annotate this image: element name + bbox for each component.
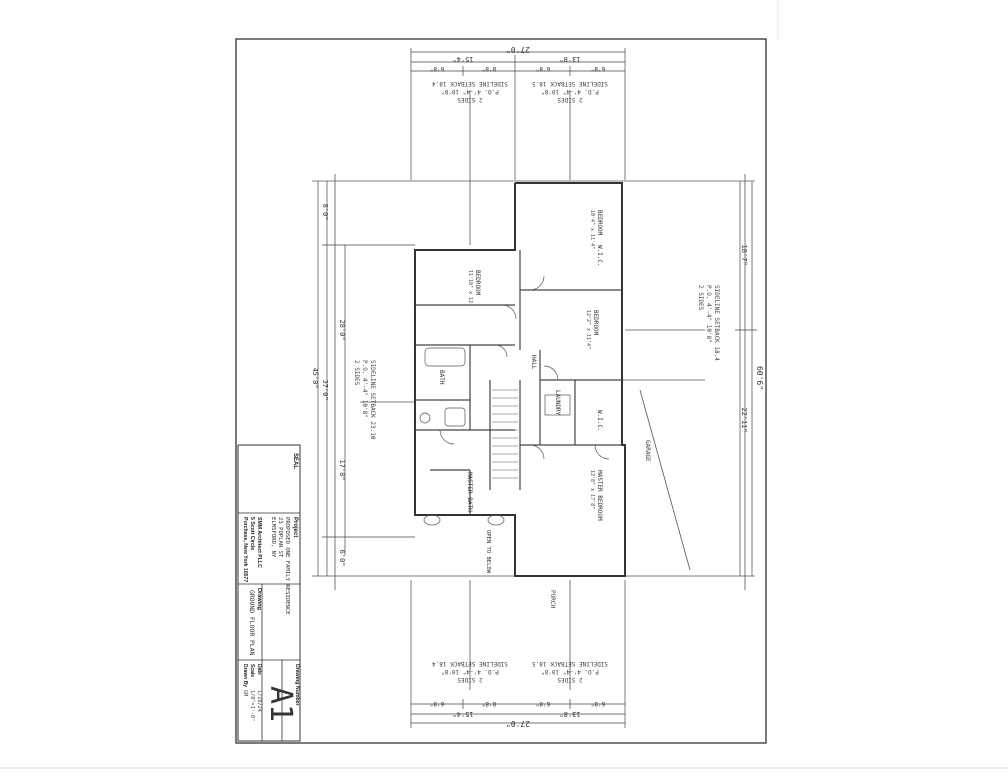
scale-label: Scale: [249, 664, 255, 677]
room-name-2: BEDROOM: [596, 210, 603, 236]
architect-line-3: Purchase, New York 10577: [242, 517, 248, 582]
room-name-4: MASTER BEDROOM: [596, 470, 603, 521]
room-name-3: BEDROOM: [592, 310, 599, 336]
project-line-2: 23 POPLAR ST: [277, 517, 283, 558]
note-top-right-1: SIDELINE SETBACK 18.5: [532, 80, 608, 87]
dim-left-seg-2: 28'0": [338, 319, 346, 340]
drawing-number-label: Drawing Number: [294, 664, 300, 706]
dim-top-right: 13'8": [559, 55, 580, 63]
drawn-by-label: Drawn By: [242, 664, 248, 687]
room-name-10: HALL: [530, 355, 537, 370]
dim-right-seg-1: 18'7": [740, 244, 748, 265]
room-size-4: 12'8" x 17'8": [589, 470, 595, 509]
project-line-1: PROPOSED ONE FAMILY RESIDENCE: [284, 517, 290, 615]
room-name-8: W.I.C.: [596, 410, 603, 432]
room-name-7: LAUNDRY: [554, 390, 561, 416]
room-size-1: 11'10" x 12': [467, 270, 473, 306]
note-top-left-2: P.O. 4'-4" 10'8": [441, 88, 499, 95]
dim-right-overall: 60'6": [755, 366, 764, 390]
dim-top-left: 15'4": [452, 55, 473, 63]
date-label: Date: [256, 664, 262, 675]
room-size-3: 12'2" x 11'4": [585, 310, 591, 349]
dim-top-sub-2: 8'8": [482, 65, 496, 72]
note-left-2: P.O. 4'-4" 10'8": [361, 360, 368, 418]
note-bottom-right-3: 2 SIDES: [557, 676, 583, 683]
drawing-name: GROUND FLOOR PLAN: [248, 590, 256, 656]
note-bottom-left-1: SIDELINE SETBACK 18.4: [432, 660, 508, 667]
fixtures: [419, 347, 571, 526]
room-name-1: BEDROOM: [474, 270, 481, 296]
dim-left-seg-5: 6'0": [338, 550, 346, 567]
note-top-left-3: 2 SIDES: [457, 96, 483, 103]
scale-value: 1/8"=1'-0": [249, 690, 255, 721]
porch-label: PORCH: [549, 590, 556, 608]
room-name-11: OPEN TO BELOW: [485, 530, 491, 574]
right-dimensions: [735, 181, 757, 576]
drawing-number: A1: [263, 686, 298, 722]
property-lines: [312, 90, 755, 690]
note-bottom-left-3: 2 SIDES: [457, 676, 483, 683]
interior-walls: [415, 250, 622, 515]
date-value: 1/10/24: [256, 690, 262, 712]
note-right-2: P.O. 4'-4" 10'8": [705, 285, 712, 343]
setback-notes: SIDELINE SETBACK 18.4 P.O. 4'-4" 10'8" 2…: [353, 80, 720, 683]
dim-left-seg-3: 37'0": [321, 379, 329, 400]
drawn-by-value: GM: [242, 690, 248, 696]
note-right-3: 2 SIDES: [697, 285, 704, 311]
room-size-2: 10'4" x 11'4": [589, 210, 595, 249]
dim-left-overall: 45'0": [311, 367, 319, 388]
room-labels: BEDROOM 11'10" x 12' BEDROOM 10'4" x 11'…: [438, 210, 603, 574]
dim-bottom-sub-4: 6'8": [591, 700, 605, 707]
dim-left-seg-4: 17'8": [338, 459, 346, 480]
note-bottom-left-2: P.O. 4'-4" 10'8": [441, 668, 499, 675]
title-block: SEAL Project PROPOSED ONE FAMILY RESIDEN…: [237, 444, 301, 742]
dim-top-sub-3: 6'8": [536, 65, 550, 72]
note-top-right-2: P.O. 4'-4" 10'8": [541, 88, 599, 95]
note-left-3: 2 SIDES: [353, 360, 360, 386]
building-outline: [414, 182, 626, 577]
note-right-1: SIDELINE SETBACK 18.4: [713, 285, 720, 361]
dim-right-seg-2: 22'11": [740, 407, 748, 432]
architect-line-1: SMM Architect PLLC: [256, 517, 262, 568]
dim-top-sub-1: 6'8": [430, 65, 444, 72]
dim-left-seg-1: 8'0": [321, 204, 329, 221]
left-dimensions: [317, 181, 415, 576]
seal-label: SEAL: [292, 453, 298, 469]
dim-bottom-sub-1: 6'8": [430, 700, 444, 707]
dim-top-sub-4: 6'8": [591, 65, 605, 72]
dim-top-overall: 27'0": [506, 45, 530, 54]
note-top-left-1: SIDELINE SETBACK 18.4: [432, 80, 508, 87]
room-name-5: MASTER BATH: [466, 472, 473, 512]
project-line-3: ELMSFORD, NY: [270, 517, 276, 558]
stair: [492, 389, 518, 479]
note-top-right-3: 2 SIDES: [557, 96, 583, 103]
bottom-dimensions: [410, 580, 626, 728]
note-left-1: SIDELINE SETBACK 23.10: [369, 360, 376, 440]
room-name-9: W.I.C.: [596, 245, 603, 267]
note-bottom-right-1: SIDELINE SETBACK 18.5: [532, 660, 608, 667]
architect-line-2: 5 Scott Circle: [249, 517, 255, 550]
dim-bottom-overall: 27'0": [506, 719, 530, 728]
room-name-6: BATH: [438, 370, 445, 385]
dim-bottom-left: 15'4": [452, 710, 473, 718]
sheet-border: [235, 38, 767, 744]
note-bottom-right-2: P.O. 4'-4" 10'8": [541, 668, 599, 675]
door-swings: [439, 275, 610, 460]
top-dimensions: [410, 48, 626, 180]
drawing-label: Drawing: [256, 588, 262, 611]
dim-bottom-right: 13'8": [559, 710, 580, 718]
dim-bottom-sub-2: 8'8": [482, 700, 496, 707]
garage-label: GARAGE: [644, 440, 651, 462]
project-label: Project: [292, 517, 298, 537]
dim-bottom-sub-3: 6'8": [536, 700, 550, 707]
